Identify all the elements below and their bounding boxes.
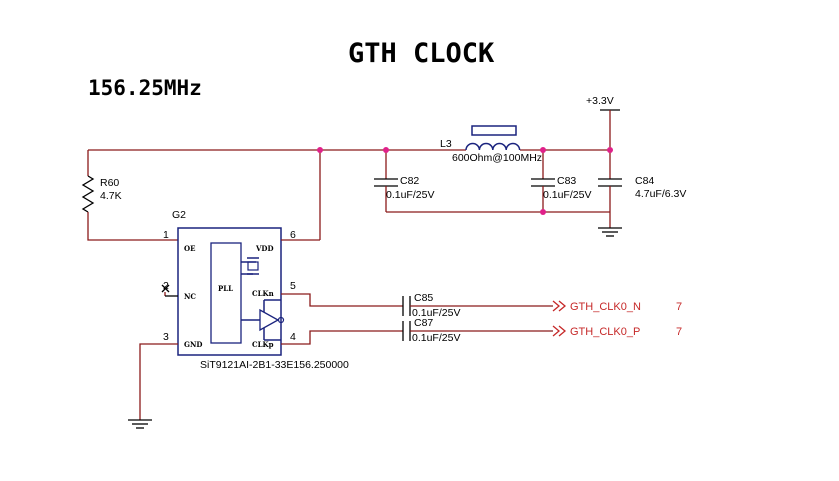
pin-num-4: 4: [290, 331, 296, 343]
net-sheet-n: 7: [676, 301, 682, 313]
supply-label: +3.3V: [586, 95, 614, 107]
c85-ref: C85: [414, 292, 433, 304]
c85-value: 0.1uF/25V: [412, 307, 460, 319]
ic-g2: PLL G2 SiT9121AI-2B1-33E156.250000 OE NC…: [163, 209, 349, 371]
c82-ref: C82: [400, 175, 419, 187]
capacitor-c87: C87 0.1uF/25V: [402, 317, 553, 344]
capacitor-c82: C82 0.1uF/25V: [374, 150, 434, 212]
pin-name-vdd: VDD: [255, 244, 274, 253]
r60-ref: R60: [100, 177, 119, 189]
net-name-n: GTH_CLK0_N: [570, 301, 641, 313]
net-sheet-p: 7: [676, 326, 682, 338]
pin-num-6: 6: [290, 229, 296, 241]
c87-value: 0.1uF/25V: [412, 332, 460, 344]
l3-value: 600Ohm@100MHz: [452, 152, 542, 164]
pin-name-nc: NC: [184, 292, 196, 301]
net-label-gth-clk0-p: GTH_CLK0_P 7: [552, 325, 682, 338]
c87-ref: C87: [414, 317, 433, 329]
pin-name-gnd: GND: [184, 340, 202, 349]
frequency-label: 156.25MHz: [88, 76, 202, 100]
capacitor-c83: C83 0.1uF/25V: [531, 150, 591, 212]
junction-dot: [540, 147, 546, 153]
r60-value: 4.7K: [100, 190, 122, 202]
junction-dots: [317, 147, 613, 215]
c83-value: 0.1uF/25V: [543, 189, 591, 201]
ic-pin-wires: [128, 239, 403, 429]
pin-name-clkp: CLKp: [252, 340, 274, 349]
ic-inner-pll: PLL: [218, 284, 233, 293]
top-rail: [87, 149, 610, 240]
c83-ref: C83: [557, 175, 576, 187]
junction-dot: [317, 147, 323, 153]
cap-ground-rail: [386, 211, 622, 237]
junction-dot: [607, 147, 613, 153]
power-supply: +3.3V: [586, 95, 620, 150]
c84-ref: C84: [635, 175, 654, 187]
schematic-title: GTH CLOCK: [348, 38, 495, 69]
g2-ref: G2: [172, 209, 186, 221]
c84-value: 4.7uF/6.3V: [635, 188, 686, 200]
g2-part: SiT9121AI-2B1-33E156.250000: [200, 359, 349, 371]
pin-name-clkn: CLKn: [252, 289, 274, 298]
inductor-l3: L3 600Ohm@100MHz: [440, 125, 542, 164]
net-name-p: GTH_CLK0_P: [570, 326, 640, 338]
junction-dot: [540, 209, 546, 215]
pin-num-5: 5: [290, 280, 296, 292]
junction-dot: [383, 147, 389, 153]
pin-num-3: 3: [163, 331, 169, 343]
net-label-gth-clk0-n: GTH_CLK0_N 7: [552, 300, 682, 313]
pin-name-oe: OE: [184, 244, 195, 253]
pin-num-1: 1: [163, 229, 169, 241]
capacitor-c84: C84 4.7uF/6.3V: [598, 150, 686, 228]
c82-value: 0.1uF/25V: [386, 189, 434, 201]
capacitor-c85: C85 0.1uF/25V: [402, 292, 553, 319]
l3-ref: L3: [440, 138, 452, 150]
pin-num-2: 2: [163, 280, 169, 292]
resistor-r60: R60 4.7K: [81, 175, 178, 241]
